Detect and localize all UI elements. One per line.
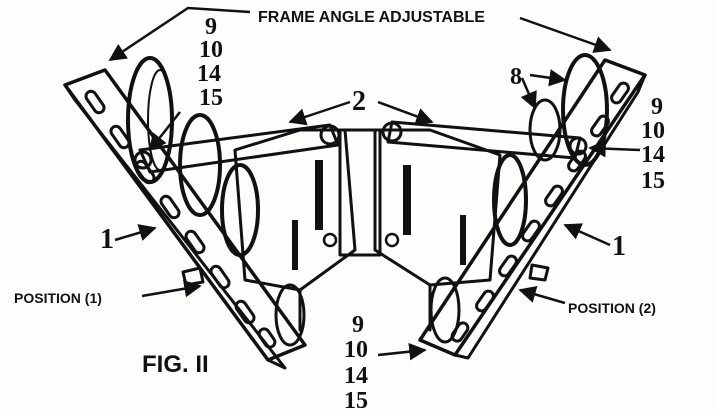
callout-1-right: 1 (612, 231, 626, 262)
stack-bottom-item: 14 (344, 363, 368, 389)
stack-bottom-item: 10 (344, 337, 368, 363)
leader-lines (108, 6, 641, 361)
right-pin (528, 263, 550, 282)
stack-right-item: 9 (651, 94, 663, 120)
right-frame-bar (418, 58, 647, 360)
callout-stack-left: 9 10 14 15 (197, 14, 223, 111)
stack-right-item: 14 (641, 142, 665, 168)
left-pin (181, 266, 205, 287)
callout-1-left: 1 (100, 224, 114, 255)
center-housing (233, 121, 502, 332)
callout-8: 8 (510, 64, 522, 90)
stack-left-item: 10 (199, 37, 223, 63)
stack-right-item: 10 (641, 118, 665, 144)
stack-right-item: 15 (641, 168, 665, 194)
frame-angle-label: FRAME ANGLE ADJUSTABLE (258, 9, 485, 26)
callout-stack-right: 9 10 14 15 (641, 94, 665, 194)
stack-bottom-item: 15 (344, 388, 368, 414)
position-1-label: POSITION (1) (14, 290, 102, 306)
stack-left-item: 14 (197, 61, 221, 87)
figure-label: FIG. II (142, 351, 209, 378)
callout-2: 2 (352, 86, 366, 117)
position-2-label: POSITION (2) (568, 300, 656, 316)
left-frame-bar (63, 68, 307, 370)
stack-left-item: 9 (205, 14, 217, 40)
stack-bottom-item: 9 (352, 312, 364, 338)
stack-left-item: 15 (199, 85, 223, 111)
callout-stack-bottom: 9 10 14 15 (344, 312, 368, 414)
